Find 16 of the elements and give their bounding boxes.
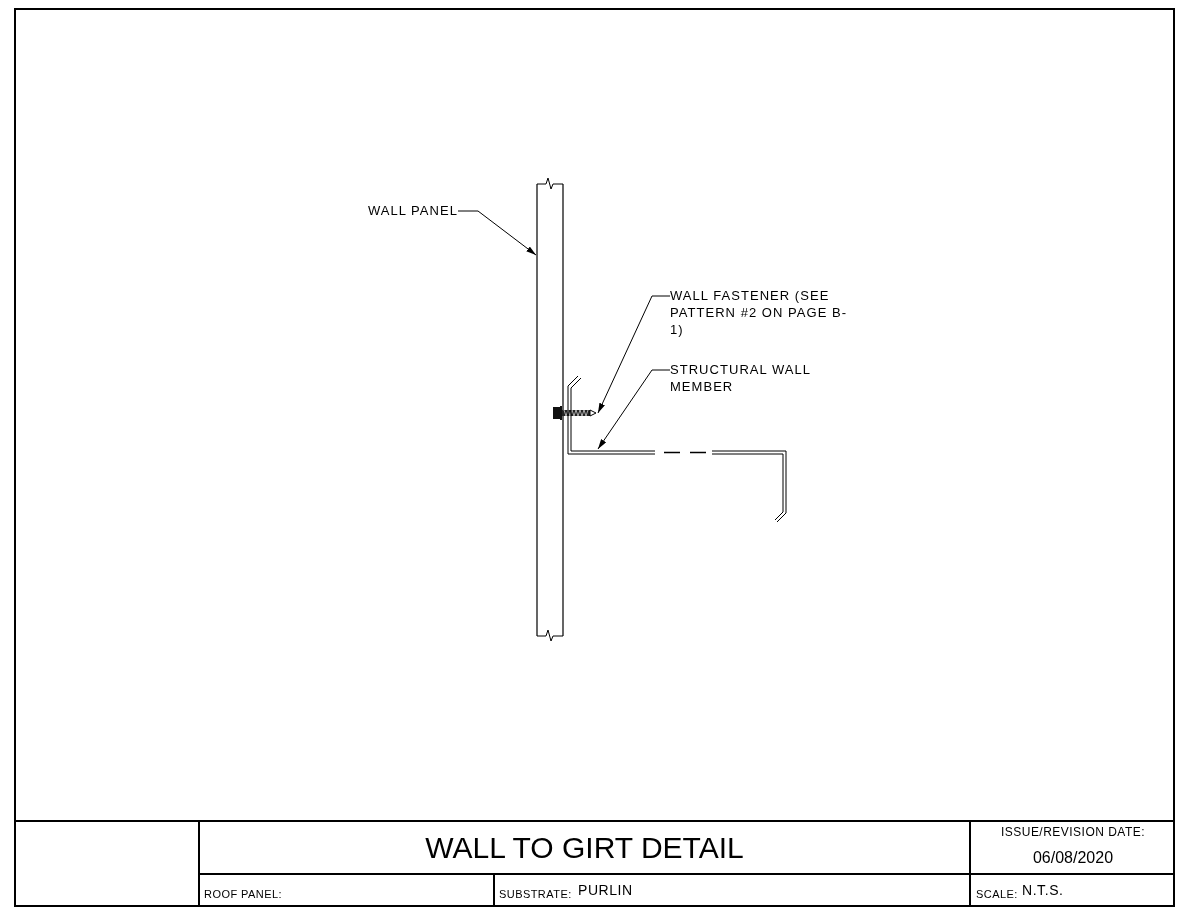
title-block-label: ROOF PANEL: [204, 887, 282, 902]
callout-text: STRUCTURAL WALL MEMBER [670, 361, 820, 397]
title-block-label: ISSUE/REVISION DATE: [999, 824, 1147, 841]
title-block-label: SUBSTRATE: [499, 887, 572, 902]
substrate-value: PURLIN [578, 881, 633, 900]
callout-text: WALL FASTENER (SEE PATTERN #2 ON PAGE B-1) [670, 287, 855, 341]
drawing-title: WALL TO GIRT DETAIL [424, 830, 745, 866]
leader-line [597, 295, 671, 414]
leader-line [457, 210, 537, 256]
fastener-screw-drawing [552, 405, 598, 421]
scale-value: N.T.S. [1022, 881, 1064, 900]
title-block-label: SCALE: [976, 887, 1018, 902]
date-value: 06/08/2020 [1031, 848, 1115, 868]
callout-text: WALL PANEL [350, 202, 458, 220]
leader-line [597, 369, 671, 450]
girt-member-drawing [564, 374, 788, 524]
